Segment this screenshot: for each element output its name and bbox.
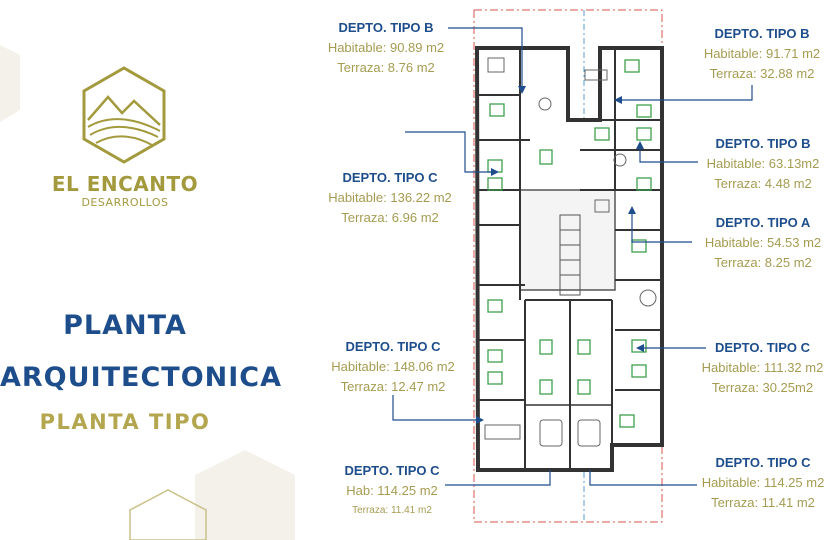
unit-label-tipo-c-bottom-right: DEPTO. TIPO C Habitable: 114.25 m2 Terra… — [692, 453, 834, 513]
unit-habitable: Habitable: 63.13m2 — [706, 156, 820, 171]
unit-type: DEPTO. TIPO C — [345, 339, 441, 354]
unit-terraza: Terraza: 30.25m2 — [711, 380, 814, 395]
unit-label-tipo-b-mid-right: DEPTO. TIPO B Habitable: 63.13m2 Terraza… — [693, 134, 833, 194]
unit-type: DEPTO. TIPO C — [344, 463, 440, 478]
unit-terraza: Terraza: 11.41 m2 — [352, 505, 432, 516]
title-arquitectonica: ARQUITECTONICA — [0, 362, 283, 393]
unit-terraza: Terraza: 11.41 m2 — [711, 495, 815, 510]
logo-mark — [82, 66, 166, 164]
unit-habitable: Habitable: 136.22 m2 — [328, 190, 452, 205]
unit-type: DEPTO. TIPO B — [715, 136, 811, 151]
unit-type: DEPTO. TIPO B — [338, 20, 434, 35]
unit-habitable: Habitable: 54.53 m2 — [704, 235, 822, 250]
unit-label-tipo-c-bottom-left: DEPTO. TIPO C Hab: 114.25 m2 Terraza: 11… — [322, 461, 462, 521]
unit-habitable: Hab: 114.25 m2 — [346, 483, 438, 498]
unit-habitable: Habitable: 114.25 m2 — [701, 475, 825, 490]
unit-type: DEPTO. TIPO C — [342, 170, 438, 185]
unit-terraza: Terraza: 8.25 m2 — [714, 255, 812, 270]
unit-type: DEPTO. TIPO B — [714, 26, 810, 41]
brand-name: EL ENCANTO — [51, 172, 199, 196]
unit-habitable: Habitable: 91.71 m2 — [703, 46, 821, 61]
unit-label-tipo-c-mid-left: DEPTO. TIPO C Habitable: 136.22 m2 Terra… — [310, 168, 470, 228]
unit-habitable: Habitable: 90.89 m2 — [327, 40, 445, 55]
unit-terraza: Terraza: 6.96 m2 — [341, 210, 439, 225]
brand-subtitle: DESARROLLOS — [81, 196, 169, 209]
unit-label-tipo-b-top-right: DEPTO. TIPO B Habitable: 91.71 m2 Terraz… — [690, 24, 834, 84]
unit-label-tipo-c-lower-right: DEPTO. TIPO C Habitable: 111.32 m2 Terra… — [690, 338, 835, 398]
unit-habitable: Habitable: 111.32 m2 — [701, 360, 824, 375]
unit-type: DEPTO. TIPO C — [715, 455, 811, 470]
unit-label-tipo-c-lower-left: DEPTO. TIPO C Habitable: 148.06 m2 Terra… — [314, 337, 472, 397]
title-planta: PLANTA — [63, 310, 187, 341]
unit-terraza: Terraza: 12.47 m2 — [340, 379, 446, 394]
unit-terraza: Terraza: 32.88 m2 — [709, 66, 815, 81]
unit-label-tipo-a-right: DEPTO. TIPO A Habitable: 54.53 m2 Terraz… — [693, 213, 833, 273]
unit-label-tipo-b-top-left: DEPTO. TIPO B Habitable: 90.89 m2 Terraz… — [313, 18, 459, 78]
unit-type: DEPTO. TIPO A — [715, 215, 811, 230]
unit-terraza: Terraza: 4.48 m2 — [714, 176, 812, 191]
unit-type: DEPTO. TIPO C — [714, 340, 811, 355]
unit-terraza: Terraza: 8.76 m2 — [337, 60, 435, 75]
subtitle-planta-tipo: PLANTA TIPO — [39, 410, 211, 434]
unit-habitable: Habitable: 148.06 m2 — [331, 359, 455, 374]
